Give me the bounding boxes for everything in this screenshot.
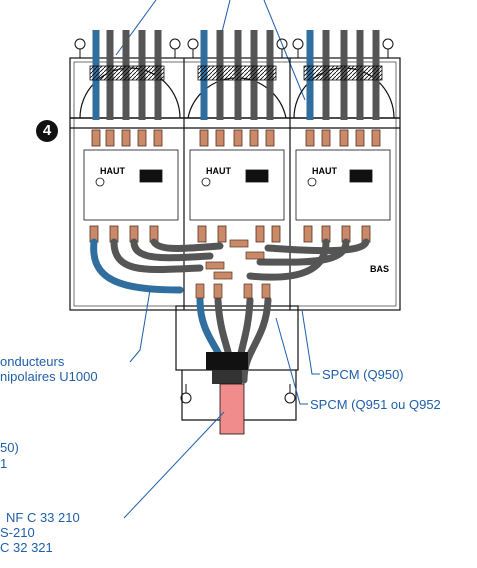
left-note-line3: NF C 33 210 xyxy=(6,510,80,525)
bundle-connectors xyxy=(195,239,271,299)
cable-gland xyxy=(206,352,248,435)
callout-conductors-line1: onducteurs xyxy=(0,354,65,369)
bottom-clamps xyxy=(180,384,296,404)
terminal-blocks xyxy=(89,129,381,243)
top-clamps xyxy=(74,38,394,58)
callout-conductors-line2: nipolaires U1000 xyxy=(0,369,98,384)
callout-spcm-q951: SPCM (Q951 ou Q952 xyxy=(310,397,441,412)
module-label-2: HAUT xyxy=(206,166,231,176)
left-note-line1: 50) xyxy=(0,440,19,455)
module-label-1: HAUT xyxy=(100,166,125,176)
module-label-3: HAUT xyxy=(312,166,337,176)
left-note-line2: 1 xyxy=(0,456,8,471)
left-note-line5: C 32 321 xyxy=(0,540,53,555)
callout-leaders xyxy=(123,289,320,519)
left-note-line4: S-210 xyxy=(0,525,35,540)
step-badge: 4 xyxy=(36,120,58,142)
bundle-cables xyxy=(90,238,370,384)
cable-clamp-bars xyxy=(89,65,383,81)
module-devices xyxy=(83,149,391,221)
module-label-bottom: BAS xyxy=(370,264,389,274)
callout-spcm-q950: SPCM (Q950) xyxy=(322,367,404,382)
